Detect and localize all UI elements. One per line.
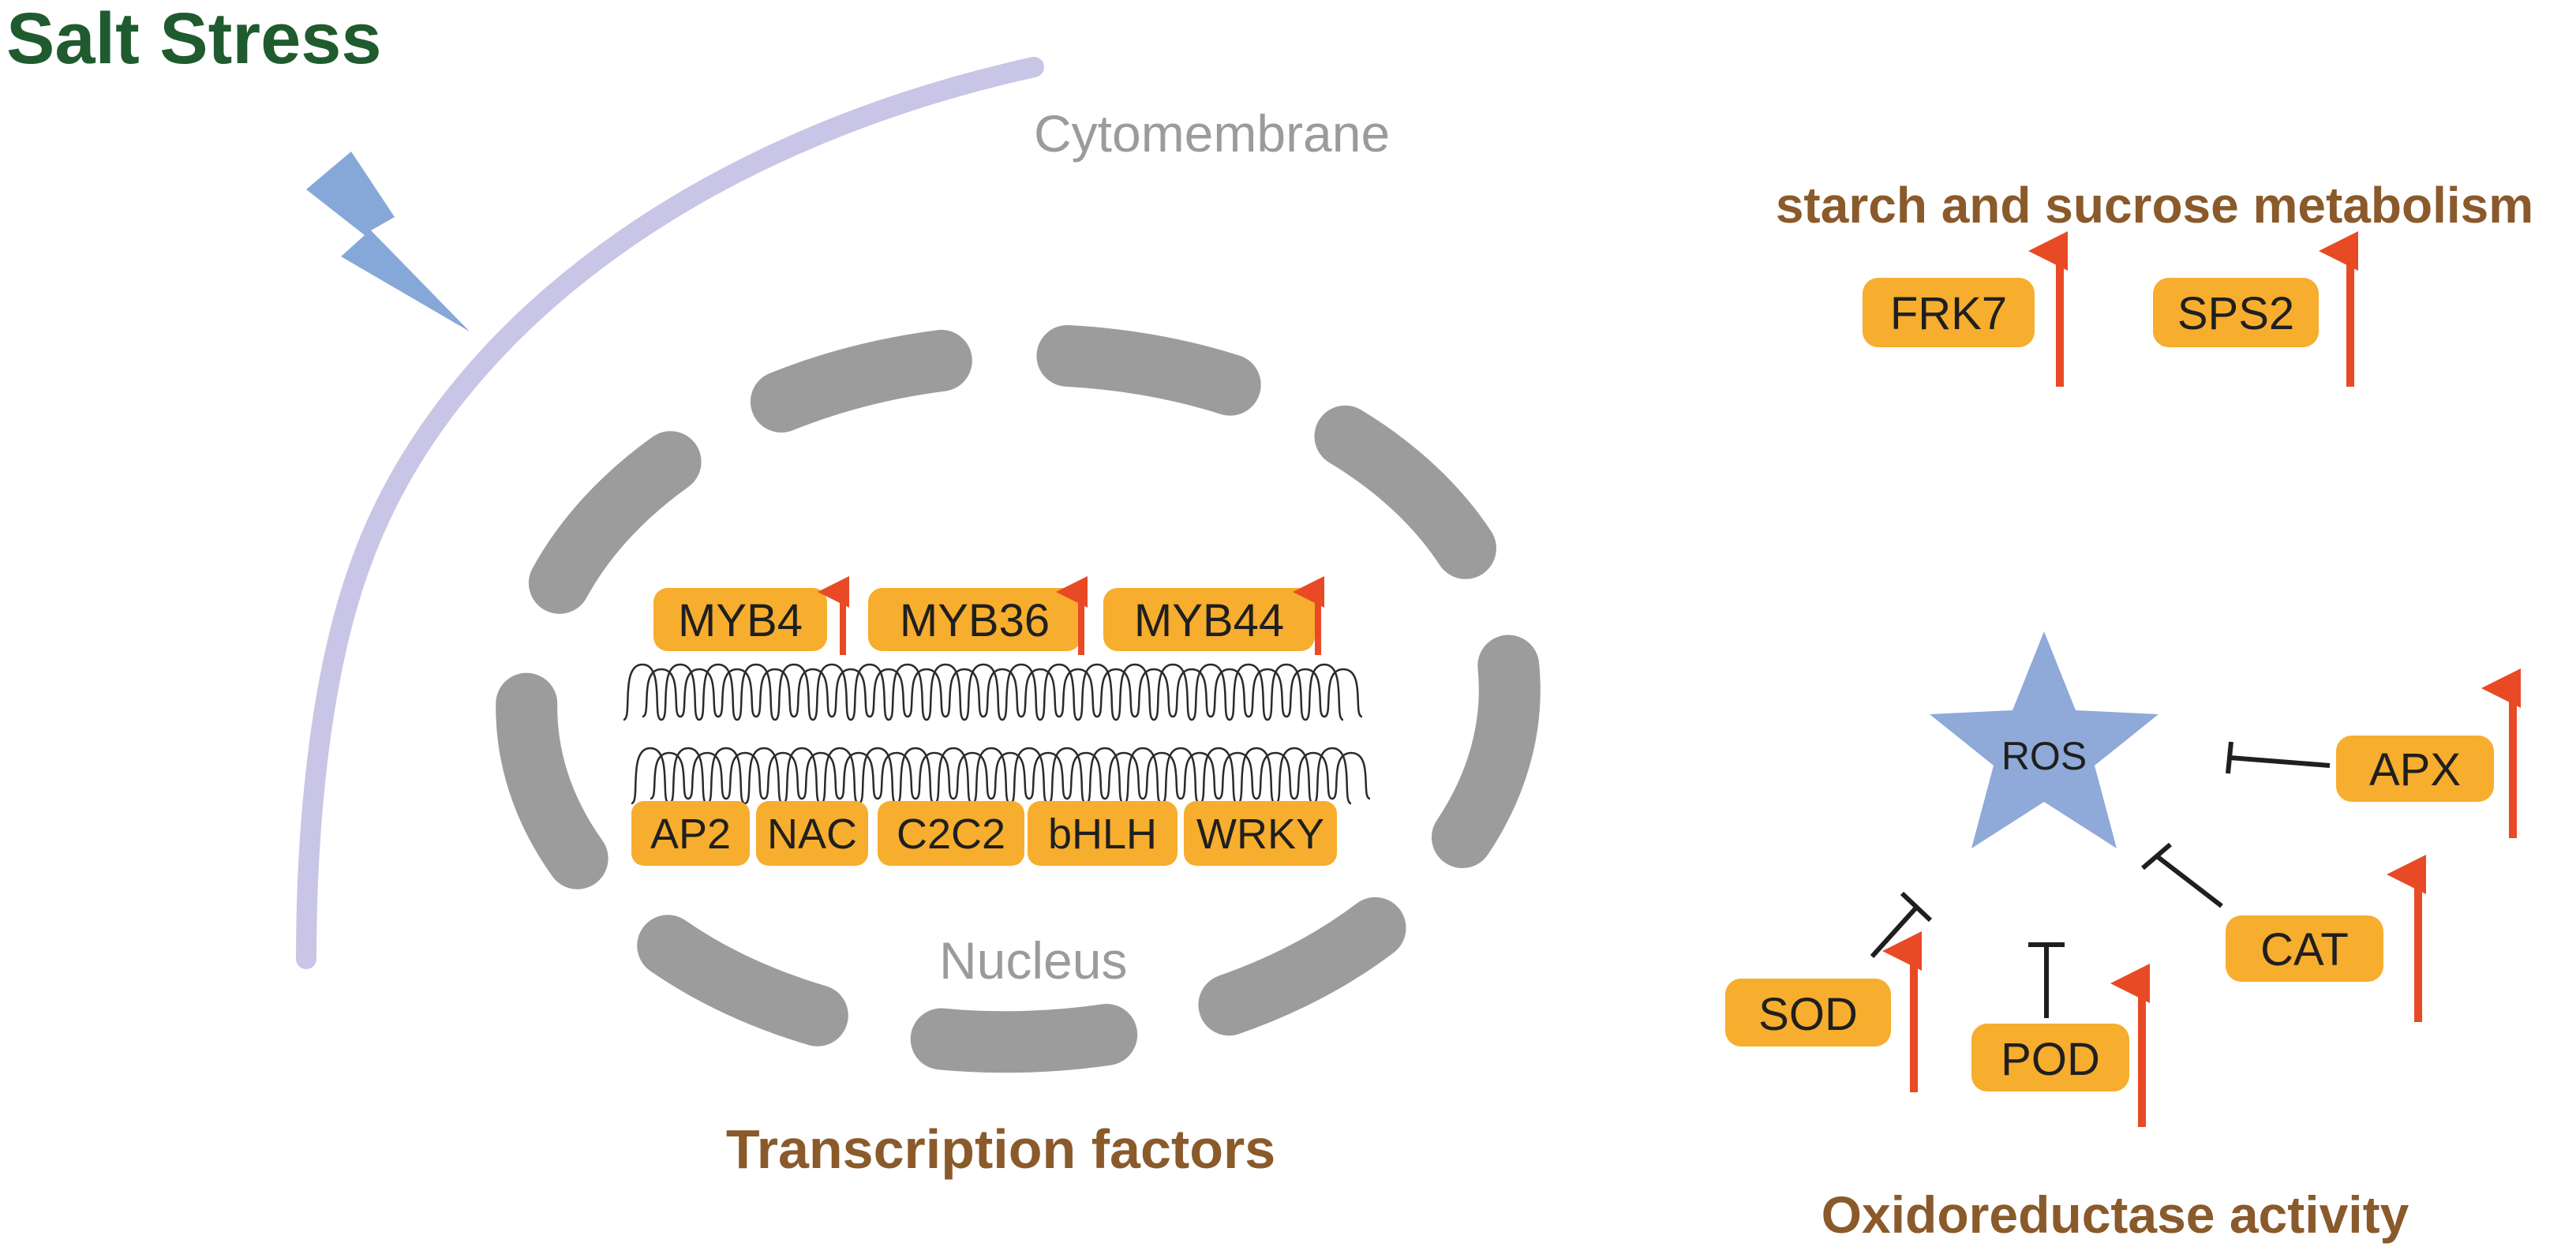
- helix-strand-top: [623, 663, 1344, 721]
- inhibit-sod: [1870, 905, 1919, 959]
- enzyme-label: CAT: [2260, 924, 2349, 975]
- transcription-caption: Transcription factors: [726, 1118, 1275, 1180]
- metabolism-title: starch and sucrose metabolism: [1776, 177, 2533, 234]
- gene-label: FRK7: [1890, 288, 2007, 339]
- myb-box: MYB4: [653, 588, 827, 651]
- enzyme-box-apx: APX: [2336, 736, 2494, 802]
- nucleus-label: Nucleus: [939, 931, 1127, 990]
- lightning-icon: [306, 152, 470, 331]
- myb-label: MYB4: [678, 595, 803, 646]
- tf-family-box: C2C2: [878, 801, 1024, 866]
- helix-strand-bottom-b: [650, 751, 1371, 800]
- enzyme-box-pod: POD: [1971, 1024, 2129, 1091]
- gene-label: SPS2: [2177, 288, 2294, 339]
- tf-family-box: bHLH: [1028, 801, 1178, 866]
- myb-label: MYB36: [900, 595, 1050, 646]
- tf-family-label: WRKY: [1196, 811, 1324, 858]
- tf-family-label: bHLH: [1048, 811, 1157, 858]
- cytomembrane: [296, 57, 1044, 969]
- enzyme-label: APX: [2369, 744, 2461, 796]
- tf-family-box: NAC: [756, 801, 868, 866]
- inhibit-cat-bar: [2141, 842, 2172, 870]
- tf-family-box: WRKY: [1184, 801, 1337, 866]
- ros-star: [1930, 631, 2159, 848]
- inhibit-sod-bar: [1900, 891, 1933, 923]
- inhibit-cat: [2155, 854, 2223, 908]
- helix-strand-top-b: [642, 668, 1363, 718]
- dna-helix: [623, 663, 1371, 805]
- inhibition-arrows: [1870, 741, 2331, 1018]
- myb-label: MYB44: [1134, 595, 1284, 646]
- inhibit-apx-bar: [2226, 741, 2233, 774]
- enzyme-box-sod: SOD: [1725, 979, 1891, 1046]
- myb-box: MYB44: [1103, 588, 1315, 651]
- tf-family-box: AP2: [631, 801, 750, 866]
- enzyme-label: SOD: [1758, 989, 1858, 1040]
- inhibit-apx: [2229, 755, 2331, 768]
- enzyme-box-cat: CAT: [2226, 915, 2383, 982]
- enzyme-label: POD: [2001, 1034, 2100, 1085]
- title: Salt Stress: [6, 0, 382, 79]
- oxidoreductase-caption: Oxidoreductase activity: [1822, 1185, 2409, 1244]
- gene-box: SPS2: [2153, 278, 2319, 347]
- gene-box: FRK7: [1863, 278, 2035, 347]
- myb-box: MYB36: [868, 588, 1081, 651]
- tf-family-label: NAC: [767, 811, 857, 858]
- tf-family-label: C2C2: [897, 811, 1005, 858]
- ros-label: ROS: [2001, 734, 2087, 778]
- helix-strand-bottom: [631, 747, 1352, 805]
- cytomembrane-label: Cytomembrane: [1034, 104, 1390, 163]
- nucleus-envelope: [496, 324, 1541, 1073]
- tf-family-label: AP2: [650, 811, 731, 858]
